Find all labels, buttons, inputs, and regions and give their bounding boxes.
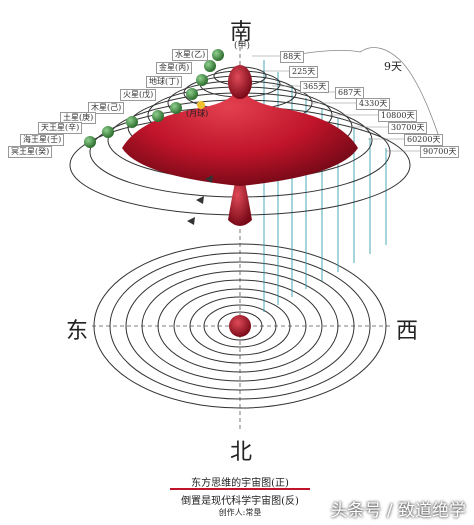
period-earth: 365天: [300, 81, 330, 93]
moon-label: (月球): [186, 109, 209, 118]
planet-label-mars: 火星(戊): [120, 89, 157, 101]
south-sub-label: (甲): [234, 41, 251, 51]
moon-icon: [197, 101, 205, 109]
planet-label-venus: 金星(丙): [156, 62, 193, 74]
orbit-arrows: [187, 175, 213, 225]
planet-label-earth: 地球(丁): [146, 76, 183, 88]
west-label: 西: [396, 319, 419, 344]
north-label: 北: [230, 440, 253, 465]
planet-label-neptune: 海王星(壬): [20, 134, 65, 146]
period-jupiter: 4330天: [356, 98, 391, 110]
planet-label-pluto: 冥王星(癸): [8, 146, 53, 158]
period-uranus: 30700天: [388, 122, 428, 134]
lower-sun: [229, 315, 251, 337]
period-pluto: 90700天: [420, 146, 460, 158]
period-venus: 225天: [289, 66, 319, 78]
nine-day-bracket: [299, 47, 441, 141]
caption-line2: 倒置是现代科学宇宙图(反): [181, 496, 299, 507]
watermark: 头条号 / 致道绝学: [330, 501, 466, 521]
planet-dots: [84, 49, 224, 148]
south-label: 南: [230, 20, 253, 45]
lower-orbits: [93, 243, 387, 409]
caption-author: 创作人:常垦: [218, 508, 262, 517]
planet-label-mercury: 水星(乙): [172, 49, 209, 61]
period-mars: 687天: [335, 87, 365, 99]
period-saturn: 10800天: [378, 110, 418, 122]
red-top-body: [122, 64, 358, 226]
nine-days-label: 9天: [384, 60, 402, 73]
planet-label-jupiter: 木星(己): [88, 102, 125, 114]
period-mercury: 88天: [280, 51, 305, 63]
planet-label-uranus: 天王星(辛): [38, 122, 83, 134]
caption-line1: 东方思维的宇宙图(正): [191, 478, 289, 489]
east-label: 东: [66, 319, 89, 344]
period-neptune: 60200天: [404, 134, 444, 146]
